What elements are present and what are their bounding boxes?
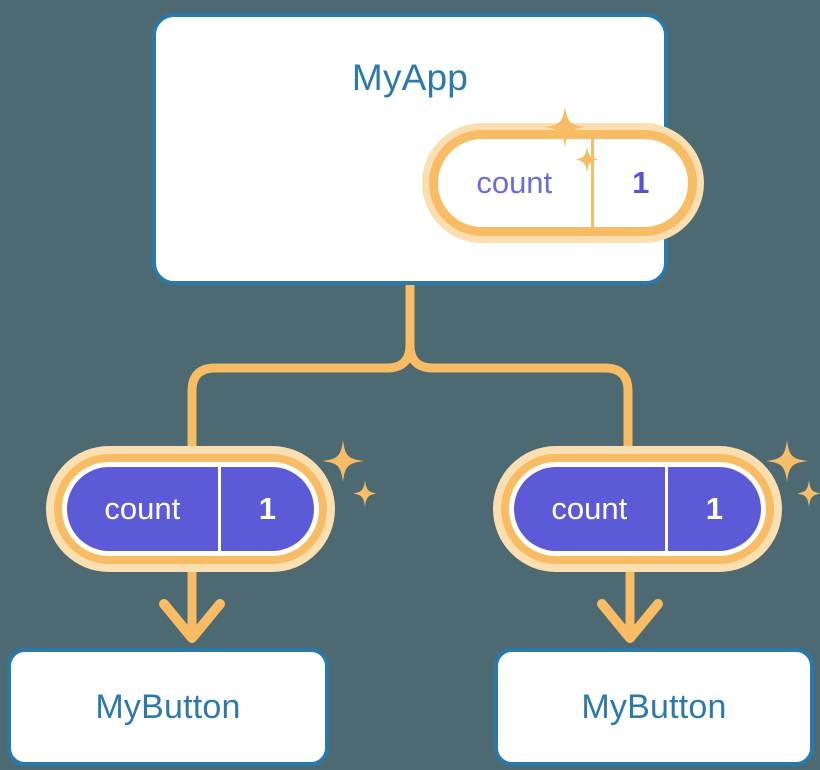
state-value-label: 1 <box>590 139 689 227</box>
state-pill-myapp[interactable]: count 1 <box>422 123 704 243</box>
mybutton-label: MyButton <box>581 687 727 726</box>
myapp-card[interactable]: MyApp count 1 <box>152 13 704 285</box>
page-title: MyApp <box>351 57 469 98</box>
mybutton-label: MyButton <box>95 687 241 726</box>
connector-branch-left <box>187 344 415 452</box>
state-value-label: 1 <box>217 467 314 551</box>
state-pill-child-left[interactable]: count 1 <box>46 446 335 572</box>
pill-content: count 1 <box>438 139 688 227</box>
state-name-label: count <box>104 491 181 526</box>
state-pill-child-right[interactable]: count 1 <box>493 446 782 572</box>
pill-content: count 1 <box>514 467 761 551</box>
state-name-label: count <box>476 165 553 200</box>
sparkle-small <box>797 480 820 507</box>
sparkle-small <box>353 480 377 507</box>
pill-content: count 1 <box>67 467 314 551</box>
arrow-down-icon-right <box>597 599 663 643</box>
state-value-label: 1 <box>664 467 761 551</box>
connector-branch-right <box>405 344 633 452</box>
mybutton-card-left[interactable]: MyButton <box>7 648 329 766</box>
arrow-down-icon-left <box>159 599 225 643</box>
state-name-label: count <box>551 491 628 526</box>
mybutton-card-right[interactable]: MyButton <box>494 648 814 766</box>
